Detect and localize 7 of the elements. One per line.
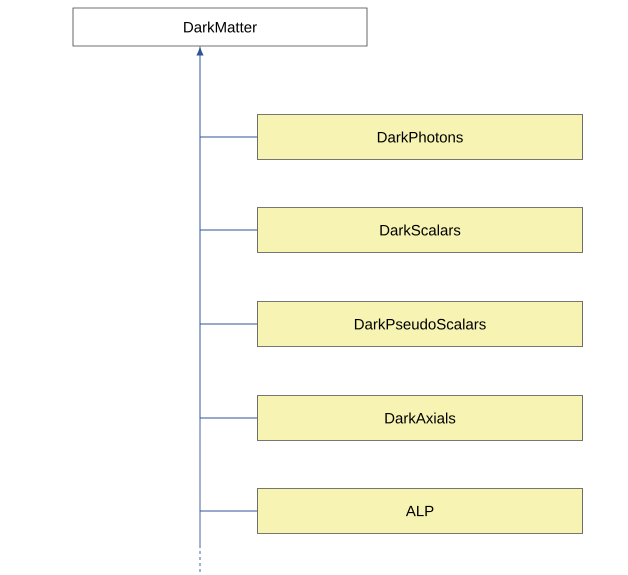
class-box: DarkAxials — [257, 395, 583, 441]
class-box: DarkPhotons — [257, 114, 583, 160]
class-box: ALP — [257, 488, 583, 534]
root-box: DarkMatter — [72, 8, 368, 46]
arrow — [196, 48, 258, 512]
class-box: DarkScalars — [257, 207, 583, 253]
class-box: DarkPseudoScalars — [257, 301, 583, 347]
